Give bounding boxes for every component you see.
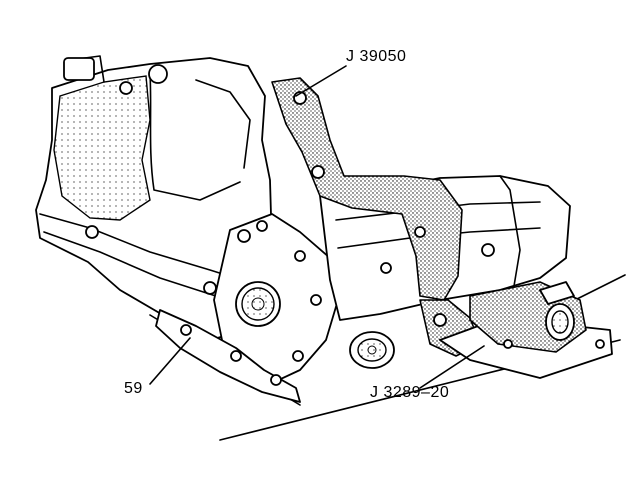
leader-lines [149, 65, 485, 389]
callout-j3289-20: J 3289–20 [370, 384, 450, 401]
callout-j39050: J 39050 [346, 48, 407, 65]
holding-stand-j3289 [439, 281, 613, 379]
pump-housing [213, 213, 339, 385]
callout-59: 59 [124, 380, 143, 397]
part-59 [155, 309, 301, 403]
transmission-case [35, 55, 273, 341]
